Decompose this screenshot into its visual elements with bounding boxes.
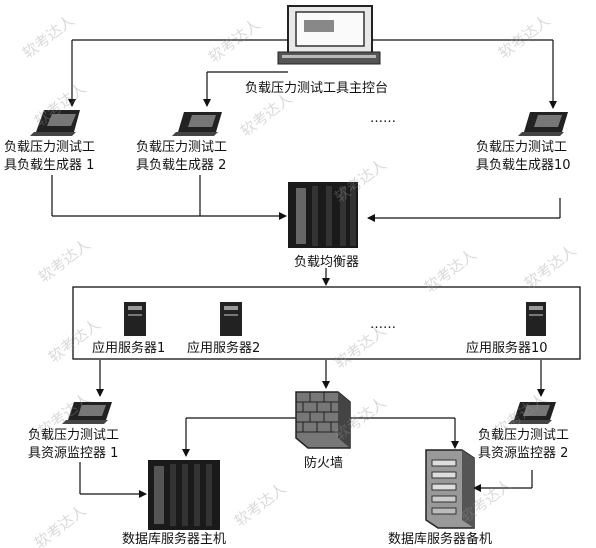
generator2-label-line1: 负载压力测试工 xyxy=(136,140,228,155)
app-server2-label: 应用服务器2 xyxy=(187,341,261,356)
generator-connectors xyxy=(51,175,561,286)
app-server2-icon xyxy=(220,302,242,336)
generator1-label-line2: 具负载生成器 1 xyxy=(4,158,95,173)
generator1-laptop-icon xyxy=(30,110,80,136)
ellipsis-app-servers: …… xyxy=(370,317,396,332)
monitor2-laptop-icon xyxy=(508,402,556,424)
app-server1-icon xyxy=(124,302,146,336)
generator10-label-line1: 负载压力测试工 xyxy=(476,140,568,155)
load-balancer-label: 负载均衡器 xyxy=(294,255,360,270)
db-backup-server-icon xyxy=(425,449,475,529)
console-connectors xyxy=(68,39,557,109)
db-backup-label: 数据库服务器备机 xyxy=(388,532,493,547)
db-primary-server-icon xyxy=(148,460,220,530)
generator2-label-line2: 具负载生成器 2 xyxy=(136,158,227,173)
ellipsis-generators: …… xyxy=(370,111,396,126)
monitor2-label-line1: 负载压力测试工 xyxy=(478,428,570,443)
monitor1-label-line1: 负载压力测试工 xyxy=(28,428,120,443)
console-computer-icon xyxy=(277,5,381,65)
monitor1-laptop-icon xyxy=(62,402,112,424)
cluster-connectors xyxy=(79,360,545,498)
generator10-label-line2: 具负载生成器10 xyxy=(476,158,571,173)
app-server-cluster-box xyxy=(72,286,581,360)
load-balancer-icon xyxy=(288,182,358,248)
app-server10-icon xyxy=(526,302,546,336)
generator2-laptop-icon xyxy=(172,112,222,136)
generator10-laptop-icon xyxy=(518,112,568,136)
monitor2-label-line2: 具资源监控器 2 xyxy=(478,446,569,461)
console-label: 负载压力测试工具主控台 xyxy=(245,81,389,96)
app-server10-label: 应用服务器10 xyxy=(466,341,548,356)
db-primary-label: 数据库服务器主机 xyxy=(122,532,227,547)
firewall-brick-icon xyxy=(295,391,351,449)
generator1-label-line1: 负载压力测试工 xyxy=(4,140,96,155)
monitor1-label-line2: 具资源监控器 1 xyxy=(28,446,119,461)
app-server1-label: 应用服务器1 xyxy=(92,341,166,356)
firewall-label: 防火墙 xyxy=(304,456,344,471)
